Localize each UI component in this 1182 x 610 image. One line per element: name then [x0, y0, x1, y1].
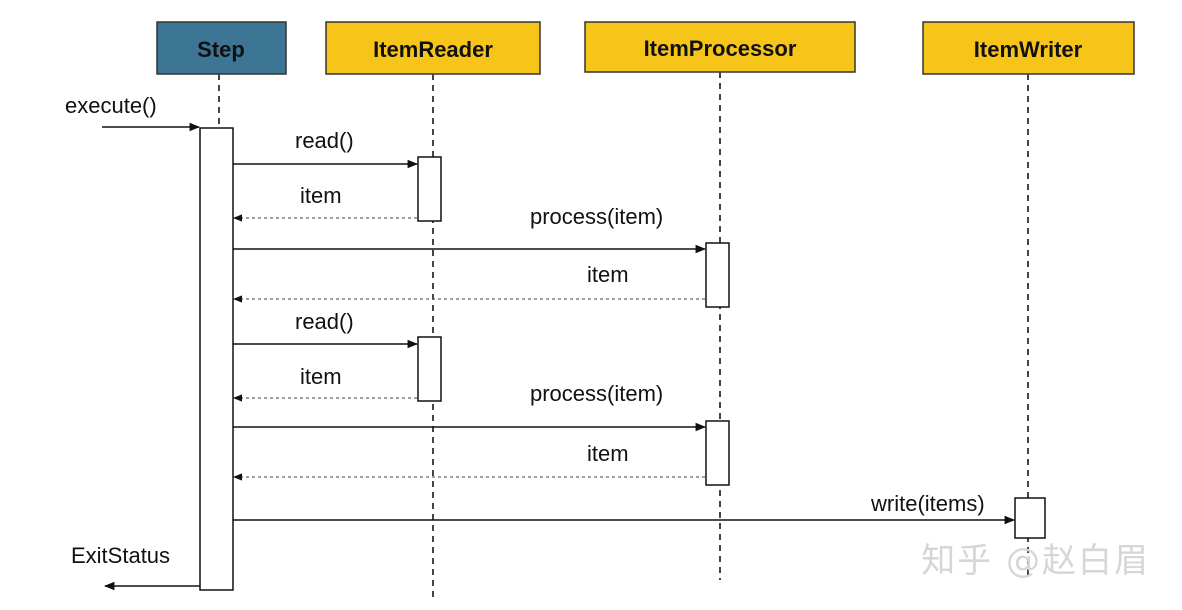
participant-item-reader: ItemReader [325, 21, 541, 75]
message-write: write(items) [233, 491, 1016, 525]
watermark: 知乎 @赵白眉 [921, 541, 1150, 581]
message-exit-status: ExitStatus [71, 543, 200, 591]
participant-item-processor: ItemProcessor [584, 21, 856, 73]
message-label-process-2: process(item) [530, 381, 663, 406]
message-item-return-3: item [233, 364, 417, 402]
message-label-item-2: item [587, 262, 629, 287]
activation-reader-1 [417, 156, 442, 222]
message-read-1: read() [233, 128, 419, 169]
participant-label-item-processor: ItemProcessor [644, 36, 797, 61]
message-label-item-3: item [300, 364, 342, 389]
message-label-item-4: item [587, 441, 629, 466]
participant-label-item-reader: ItemReader [373, 37, 493, 62]
participant-item-writer: ItemWriter [922, 21, 1135, 75]
message-execute: execute() [65, 93, 201, 132]
message-read-2: read() [233, 309, 419, 349]
message-label-read-2: read() [295, 309, 354, 334]
activation-processor-2 [705, 420, 730, 486]
message-label-read-1: read() [295, 128, 354, 153]
message-label-exit-status: ExitStatus [71, 543, 170, 568]
activation-step [199, 127, 234, 591]
message-item-return-2: item [233, 262, 705, 303]
message-label-execute: execute() [65, 93, 157, 118]
participant-step: Step [156, 21, 287, 75]
message-label-item-1: item [300, 183, 342, 208]
activation-processor-1 [705, 242, 730, 308]
message-process-1: process(item) [233, 204, 707, 254]
activation-writer [1014, 497, 1046, 539]
participant-label-step: Step [197, 37, 245, 62]
participant-label-item-writer: ItemWriter [974, 37, 1083, 62]
message-item-return-1: item [233, 183, 417, 222]
activation-reader-2 [417, 336, 442, 402]
message-item-return-4: item [233, 441, 705, 481]
message-label-process-1: process(item) [530, 204, 663, 229]
message-process-2: process(item) [233, 381, 707, 432]
message-label-write: write(items) [870, 491, 985, 516]
